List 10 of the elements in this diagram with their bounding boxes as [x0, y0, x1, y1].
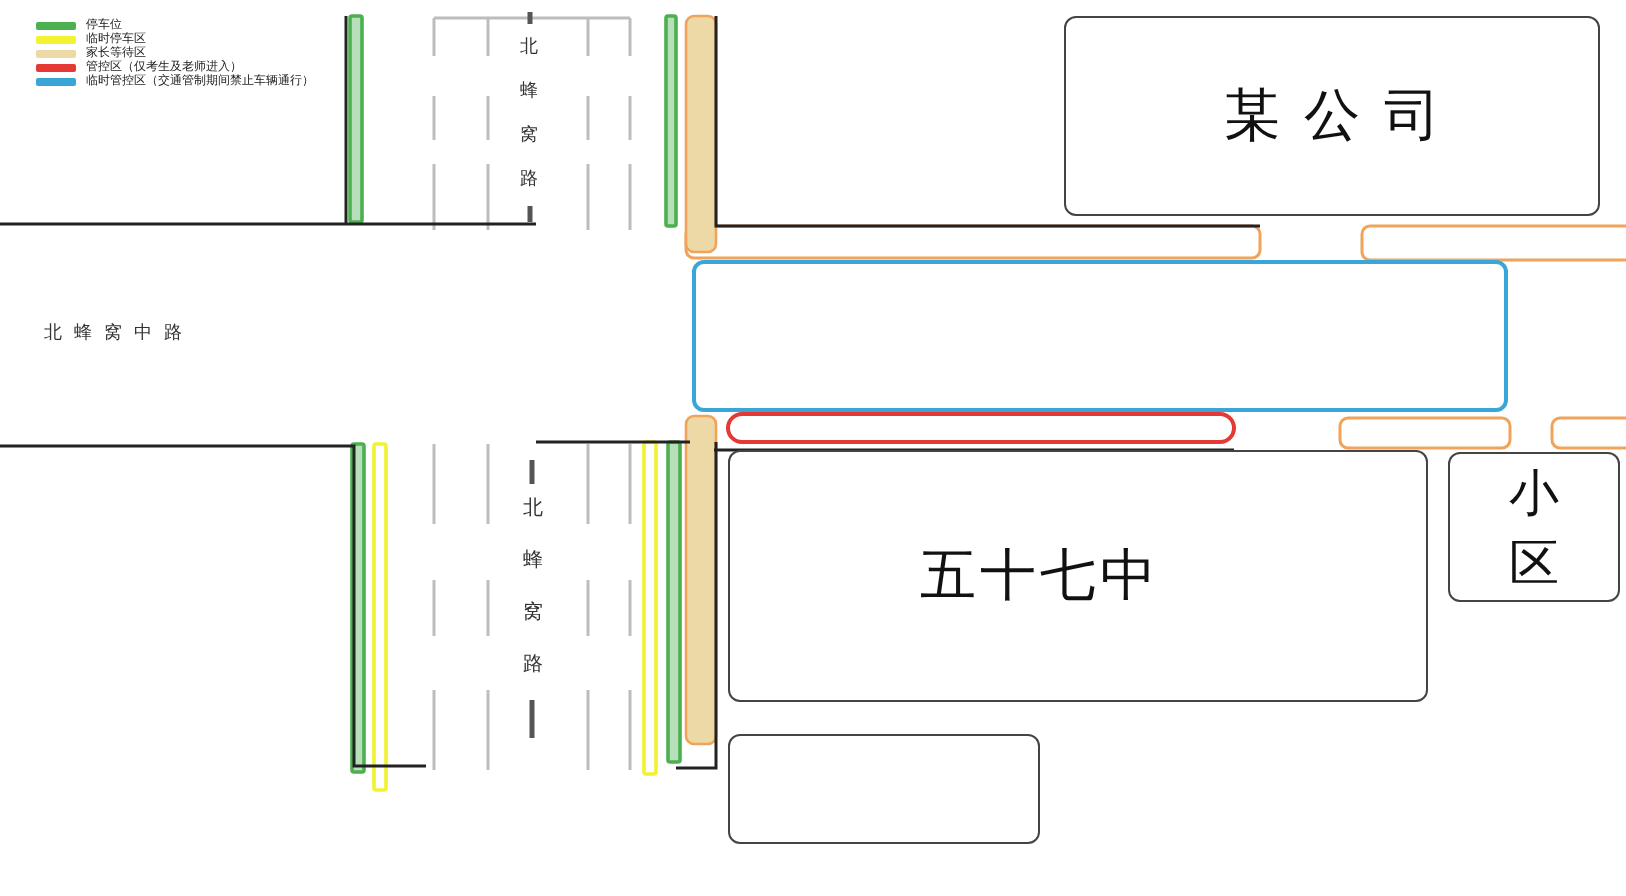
building-box: [728, 450, 1428, 702]
building-name: 某公司: [1224, 88, 1464, 144]
building-box: [728, 734, 1040, 844]
building-box: [1064, 16, 1600, 216]
road-name: 北蜂窝路: [522, 495, 543, 680]
building-box: [1448, 452, 1620, 602]
road-name: 北蜂窝中路: [44, 326, 194, 344]
road-name: 北蜂窝路: [520, 35, 539, 194]
building-name: 五十七中: [920, 548, 1160, 604]
building-name: 小区: [1507, 461, 1561, 595]
